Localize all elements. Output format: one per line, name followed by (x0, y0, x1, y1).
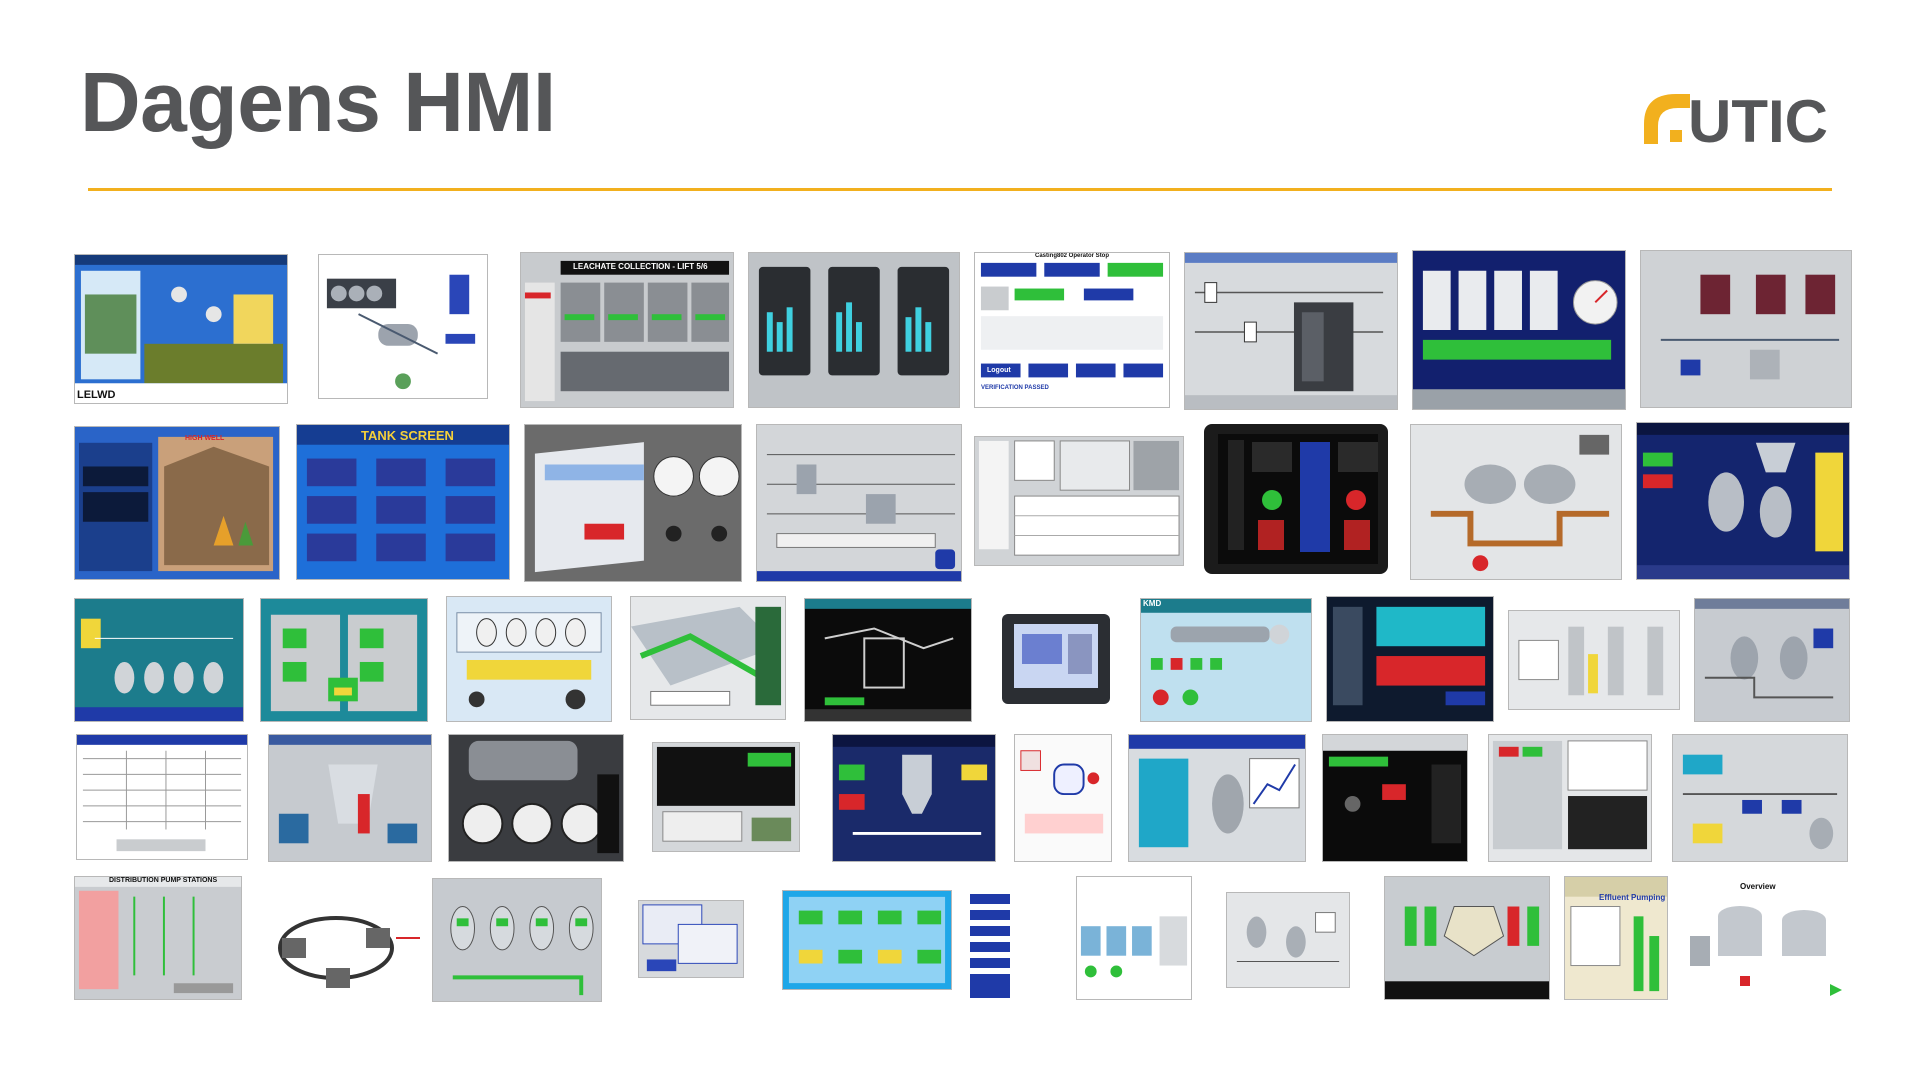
hmi-thumb-7 (1412, 250, 1626, 410)
hmi-thumb-34 (1322, 734, 1468, 862)
autic-logo: UTIC (1644, 88, 1828, 150)
hmi-thumb-21 (804, 598, 972, 722)
hmi-thumb-47: Overview (1680, 876, 1850, 1002)
hmi-thumb-42 (966, 876, 1058, 1002)
hmi-thumb-32 (1014, 734, 1112, 862)
hmi-thumb-44 (1226, 892, 1350, 988)
title-divider (88, 188, 1832, 191)
hmi-thumb-8 (1640, 250, 1852, 408)
leachate-label: LEACHATE COLLECTION - LIFT 5/6 (573, 262, 708, 271)
hmi-thumb-30 (652, 742, 800, 852)
hmi-thumb-13 (974, 436, 1184, 566)
hmi-thumb-10: TANK SCREEN (296, 424, 510, 580)
hmi-thumb-1: LELWD (74, 254, 288, 404)
hmi-thumb-3: LEACHATE COLLECTION - LIFT 5/6 (520, 252, 734, 408)
lelwd-label: LELWD (77, 389, 116, 401)
hmi-thumb-22 (1000, 612, 1112, 708)
hmi-thumb-11 (524, 424, 742, 582)
distribution-label: DISTRIBUTION PUMP STATIONS (109, 877, 218, 884)
high-well-label: HIGH WELL (185, 435, 225, 442)
kmd-label: KMD (1143, 599, 1162, 608)
hmi-thumb-28 (268, 734, 432, 862)
hmi-thumb-4 (748, 252, 960, 408)
hmi-thumb-16 (1636, 422, 1850, 580)
hmi-thumb-5: Casting802 Operator Stop Logout VERIFICA… (974, 252, 1170, 408)
hmi-thumb-27 (76, 734, 248, 860)
hmi-thumb-33 (1128, 734, 1306, 862)
page-title: Dagens HMI (80, 55, 556, 149)
verification-label: VERIFICATION PASSED (981, 385, 1049, 391)
hmi-thumb-9: HIGH WELL (74, 426, 280, 580)
hmi-thumb-37: DISTRIBUTION PUMP STATIONS (74, 876, 242, 1000)
hmi-thumb-20 (630, 596, 786, 720)
hmi-thumb-25 (1508, 610, 1680, 710)
hmi-thumb-14 (1198, 420, 1394, 580)
hmi-thumb-12 (756, 424, 962, 582)
hmi-thumb-23: KMD (1140, 598, 1312, 722)
hmi-thumb-36 (1672, 734, 1848, 862)
logo-text: UTIC (1688, 88, 1828, 150)
hmi-thumb-40 (638, 900, 744, 978)
hmi-thumb-39 (432, 878, 602, 1002)
hmi-thumb-18 (260, 598, 428, 722)
effluent-label: Effluent Pumping (1599, 893, 1666, 902)
hmi-thumb-41 (782, 890, 952, 990)
hmi-thumb-38 (256, 888, 424, 992)
hmi-thumb-29 (448, 734, 624, 862)
casting-label: Casting802 Operator Stop (1035, 253, 1110, 259)
hmi-thumb-35 (1488, 734, 1652, 862)
hmi-thumb-17 (74, 598, 244, 722)
hmi-thumb-6 (1184, 252, 1398, 410)
overview-label: Overview (1740, 882, 1776, 891)
hmi-thumb-46: Effluent Pumping (1564, 876, 1668, 1000)
hmi-thumb-24 (1326, 596, 1494, 722)
hmi-thumb-26 (1694, 598, 1850, 722)
logo-mark-icon (1644, 94, 1690, 144)
tank-screen-label: TANK SCREEN (361, 428, 454, 443)
hmi-thumb-19 (446, 596, 612, 722)
hmi-thumb-43 (1076, 876, 1192, 1000)
hmi-thumb-45 (1384, 876, 1550, 1000)
hmi-thumb-2 (318, 254, 488, 399)
hmi-thumb-15 (1410, 424, 1622, 580)
hmi-thumb-31 (832, 734, 996, 862)
logout-label: Logout (987, 367, 1011, 374)
